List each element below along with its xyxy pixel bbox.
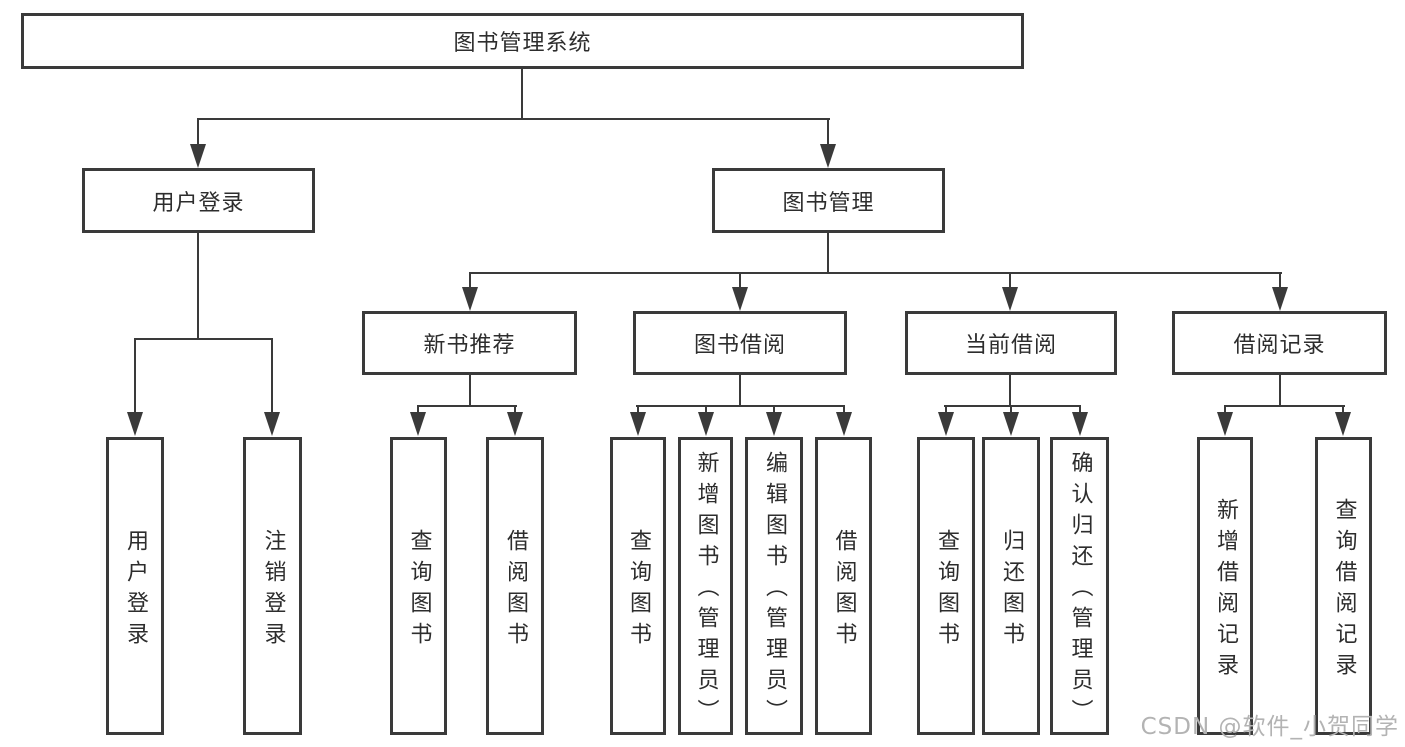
leaf-return-book: 归还图书 <box>982 437 1040 735</box>
arrow-down-icon <box>1072 405 1088 436</box>
leaf-add-book-admin: 新增图书（管理员） <box>678 437 733 735</box>
node-borrow-records: 借阅记录 <box>1172 311 1387 375</box>
node-root-library-system: 图书管理系统 <box>21 13 1024 69</box>
arrow-down-icon <box>698 405 714 436</box>
connector-line <box>417 405 517 407</box>
csdn-watermark: CSDN @软件_小贺同学 <box>1140 714 1399 740</box>
node-user-login: 用户登录 <box>82 168 315 233</box>
node-new-book-recommend: 新书推荐 <box>362 311 577 375</box>
arrow-down-icon <box>507 405 523 436</box>
connector-line <box>1009 375 1011 406</box>
leaf-user-login: 用户登录 <box>106 437 164 735</box>
leaf-logout: 注销登录 <box>243 437 302 735</box>
arrow-down-icon <box>127 338 143 436</box>
connector-line <box>1224 405 1345 407</box>
arrow-down-icon <box>1335 405 1351 436</box>
leaf-query-books-current: 查询图书 <box>917 437 975 735</box>
leaf-query-books-borrow: 查询图书 <box>610 437 666 735</box>
arrow-down-icon <box>462 272 478 311</box>
leaf-add-borrow-record: 新增借阅记录 <box>1197 437 1253 735</box>
arrow-down-icon <box>836 405 852 436</box>
arrow-down-icon <box>820 118 836 168</box>
connector-line <box>469 272 1282 274</box>
connector-line <box>469 375 471 406</box>
arrow-down-icon <box>630 405 646 436</box>
leaf-edit-book-admin: 编辑图书（管理员） <box>745 437 803 735</box>
arrow-down-icon <box>1002 272 1018 311</box>
connector-line <box>197 233 199 340</box>
arrow-down-icon <box>766 405 782 436</box>
node-book-borrow: 图书借阅 <box>633 311 847 375</box>
connector-line <box>944 405 1081 407</box>
connector-line <box>827 233 829 274</box>
arrow-down-icon <box>410 405 426 436</box>
leaf-query-borrow-record: 查询借阅记录 <box>1315 437 1372 735</box>
arrow-down-icon <box>1003 405 1019 436</box>
leaf-borrow-books: 借阅图书 <box>815 437 872 735</box>
arrow-down-icon <box>1217 405 1233 436</box>
arrow-down-icon <box>938 405 954 436</box>
connector-line <box>636 405 845 407</box>
arrow-down-icon <box>732 272 748 311</box>
node-current-borrow: 当前借阅 <box>905 311 1117 375</box>
arrow-down-icon <box>264 338 280 436</box>
arrow-down-icon <box>190 118 206 168</box>
leaf-query-books-recommend: 查询图书 <box>390 437 447 735</box>
connector-line <box>1279 375 1281 406</box>
leaf-confirm-return-admin: 确认归还（管理员） <box>1050 437 1109 735</box>
connector-line <box>134 338 273 340</box>
connector-line <box>521 68 523 119</box>
node-book-management: 图书管理 <box>712 168 945 233</box>
connector-line <box>739 375 741 406</box>
arrow-down-icon <box>1272 272 1288 311</box>
leaf-borrow-books-recommend: 借阅图书 <box>486 437 544 735</box>
connector-line <box>197 118 830 120</box>
